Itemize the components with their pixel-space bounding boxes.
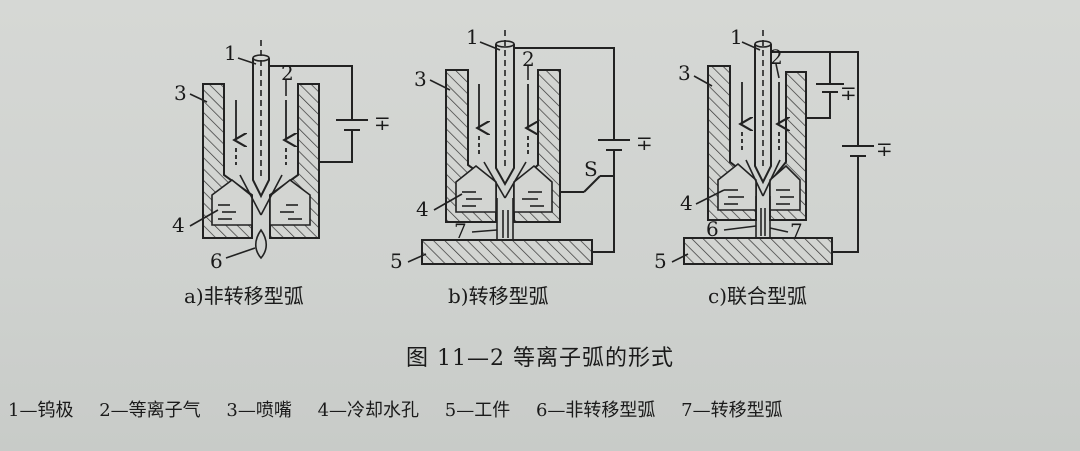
- legend-item-4: 4—冷却水孔: [317, 400, 420, 421]
- label-2-b: 2: [522, 47, 535, 71]
- workpiece-c: [683, 237, 833, 265]
- label-5-b: 5: [390, 249, 403, 273]
- legend-item-1: 1—钨极: [8, 400, 74, 421]
- label-2-c: 2: [770, 45, 783, 69]
- label-3-c: 3: [678, 61, 691, 85]
- label-4-c: 4: [680, 191, 693, 215]
- subfigure-a: ∓ 1 2 3 4 6 a)非转移型弧: [172, 40, 391, 308]
- label-6-c: 6: [706, 217, 719, 241]
- subfigure-b: ∓ S 1 2 3 4 7 5 b)转移型弧: [390, 25, 653, 308]
- legend-item-5: 5—工件: [444, 400, 511, 421]
- caption-a: a)非转移型弧: [184, 284, 304, 308]
- cooling-hole-left-b: [455, 164, 497, 213]
- label-7-b: 7: [454, 219, 467, 243]
- label-4-a: 4: [172, 213, 185, 237]
- switch-label-b: S: [584, 157, 598, 181]
- label-1-c: 1: [730, 25, 743, 49]
- cooling-hole-left-c: [717, 162, 757, 211]
- label-3-b: 3: [414, 67, 427, 91]
- cooling-hole-left-a: [211, 178, 253, 226]
- label-1-a: 1: [224, 41, 237, 65]
- figure-title: 图 11—2 等离子弧的形式: [406, 346, 674, 371]
- legend-item-3: 3—喷嘴: [226, 400, 292, 421]
- label-7-c: 7: [790, 219, 803, 243]
- legend-item-6: 6—非转移型弧: [535, 400, 656, 421]
- tungsten-electrode-a: [252, 58, 270, 199]
- label-5-c: 5: [654, 249, 667, 273]
- tungsten-electrode-c: [754, 44, 772, 185]
- workpiece-b: [421, 239, 593, 265]
- subfigure-c: ∓ ∓ 1 2 3 4 6 7 5 c)联合型弧: [654, 25, 893, 308]
- label-1-b: 1: [466, 25, 479, 49]
- caption-b: b)转移型弧: [448, 284, 549, 308]
- label-3-a: 3: [174, 81, 187, 105]
- label-2-a: 2: [281, 61, 294, 85]
- polarity-c1: ∓: [840, 81, 857, 105]
- tungsten-electrode-b: [495, 44, 515, 187]
- polarity-a: ∓: [374, 111, 391, 135]
- cooling-hole-right-b: [513, 164, 553, 213]
- caption-c: c)联合型弧: [708, 284, 807, 308]
- polarity-b: ∓: [636, 131, 653, 155]
- label-4-b: 4: [416, 197, 429, 221]
- legend: 1—钨极 2—等离子气 3—喷嘴 4—冷却水孔 5—工件 6—非转移型弧 7—转…: [8, 396, 1072, 422]
- legend-item-7: 7—转移型弧: [681, 400, 783, 421]
- plasma-arc-diagram: ∓ 1 2 3 4 6 a)非转移型弧: [172, 25, 893, 308]
- polarity-c2: ∓: [876, 137, 893, 161]
- label-6-a: 6: [210, 249, 223, 273]
- non-transferred-arc-a: [254, 228, 268, 260]
- legend-item-2: 2—等离子气: [99, 400, 201, 421]
- cooling-hole-right-a: [269, 178, 311, 226]
